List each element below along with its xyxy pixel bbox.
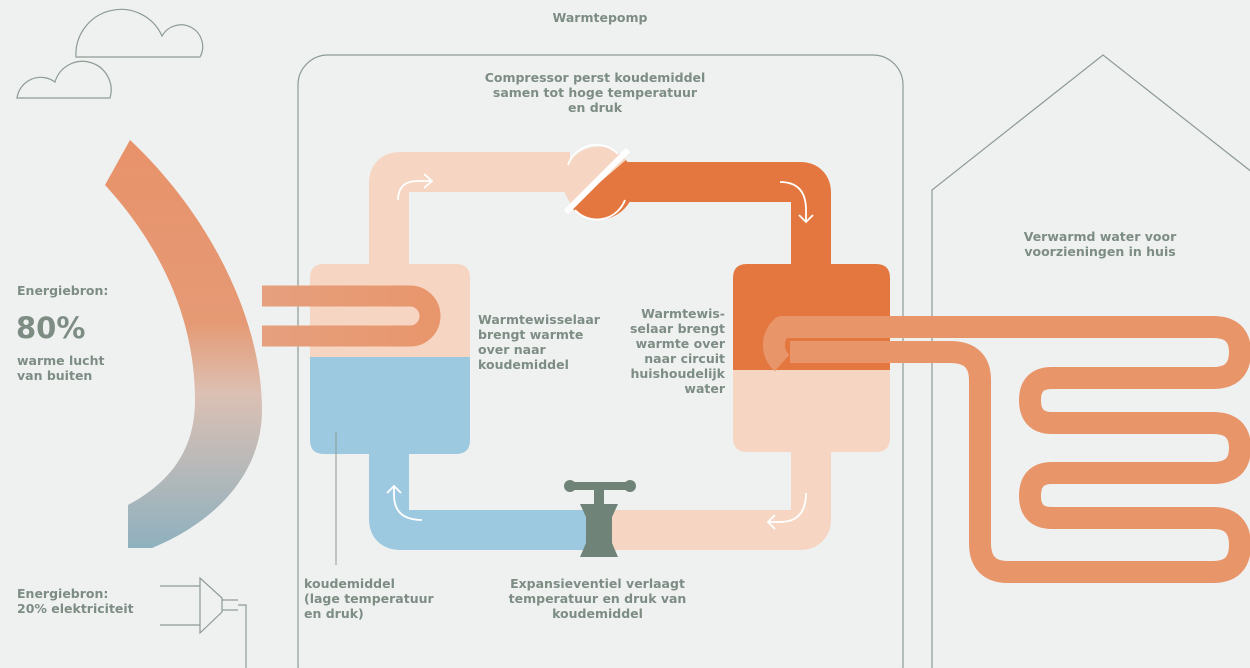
pipe-hot-top — [600, 162, 831, 270]
water-pipe — [762, 316, 1250, 583]
pipe-light-left — [369, 152, 570, 300]
heat-exchanger-right-label: Warmtewis- selaar brengt warmte over naa… — [629, 306, 725, 396]
expansion-valve-icon — [564, 480, 636, 557]
heat-exchanger-left-label: Warmtewisselaar brengt warmte over naar … — [478, 312, 600, 372]
outside-air-arc — [105, 140, 262, 548]
refrigerant-label: koudemiddel (lage temperatuur en druk) — [304, 576, 434, 621]
energy-source-percent: 80% — [16, 311, 86, 345]
compressor-label: Compressor perst koudemiddel samen tot h… — [484, 70, 706, 115]
flow-arrow-icon — [779, 181, 814, 224]
expansion-valve-label: Expansieventiel verlaagt temperatuur en … — [508, 576, 687, 621]
flow-arrow-icon — [766, 492, 807, 530]
cloud-icon — [75, 8, 204, 58]
cloud-icon — [16, 60, 112, 99]
plug-icon — [160, 576, 247, 668]
house-label: Verwarmd water voor voorzieningen in hui… — [1023, 229, 1177, 259]
energy-source-label: Energiebron: — [17, 283, 109, 298]
house-outline — [931, 54, 1250, 668]
heat-exchanger-left-bottom — [310, 357, 470, 454]
air-loop-inner — [310, 285, 441, 347]
energy-source-description: warme lucht van buiten — [17, 353, 105, 383]
compressor-icon — [563, 143, 635, 221]
flow-arrow-icon — [386, 484, 423, 521]
heat-exchanger-right-bottom — [733, 370, 890, 452]
heat-pump-box — [297, 54, 904, 668]
electricity-label: Energiebron: 20% elektriciteit — [17, 586, 134, 616]
diagram-title: Warmtepomp — [552, 10, 648, 25]
flow-arrow-icon — [397, 173, 434, 201]
pipe-cold-bottom — [369, 440, 600, 550]
pipe-light-bottom — [600, 430, 831, 550]
